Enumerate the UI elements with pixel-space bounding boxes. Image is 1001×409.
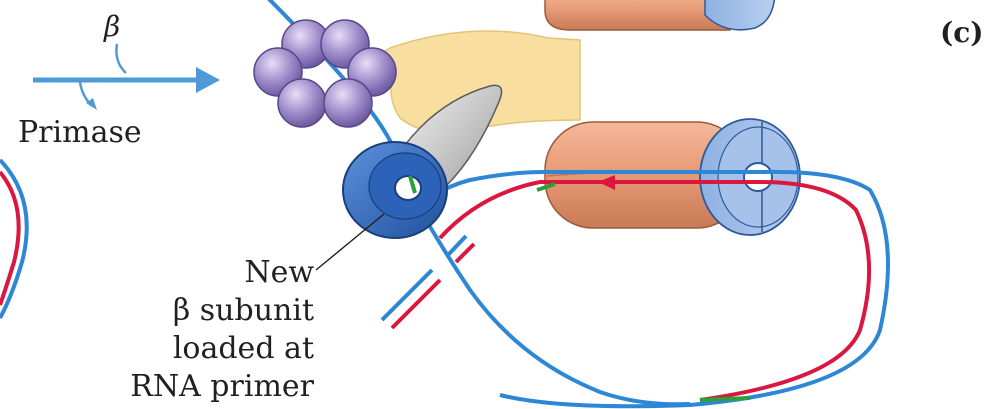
beta-label: β: [103, 10, 120, 43]
beta-arrow: [33, 67, 220, 93]
leading-strand-fragments: [382, 236, 474, 328]
callout-line-1: New: [244, 255, 314, 290]
helicase-hexamer: [254, 20, 396, 127]
callout-line-4: RNA primer: [130, 369, 314, 404]
primase-branch-arrow: [80, 82, 97, 110]
top-polymerase: [545, 0, 775, 30]
bottom-polymerase: [545, 119, 800, 235]
left-dna-loop: [0, 160, 27, 318]
callout-line-2: β subunit: [173, 293, 314, 328]
callout-line: [316, 214, 384, 270]
callout-line-3: loaded at: [173, 331, 314, 366]
beta-tick: [116, 44, 126, 73]
primase-label: Primase: [18, 115, 142, 150]
panel-label: (c): [940, 16, 984, 49]
beta-clamp: [343, 142, 447, 238]
